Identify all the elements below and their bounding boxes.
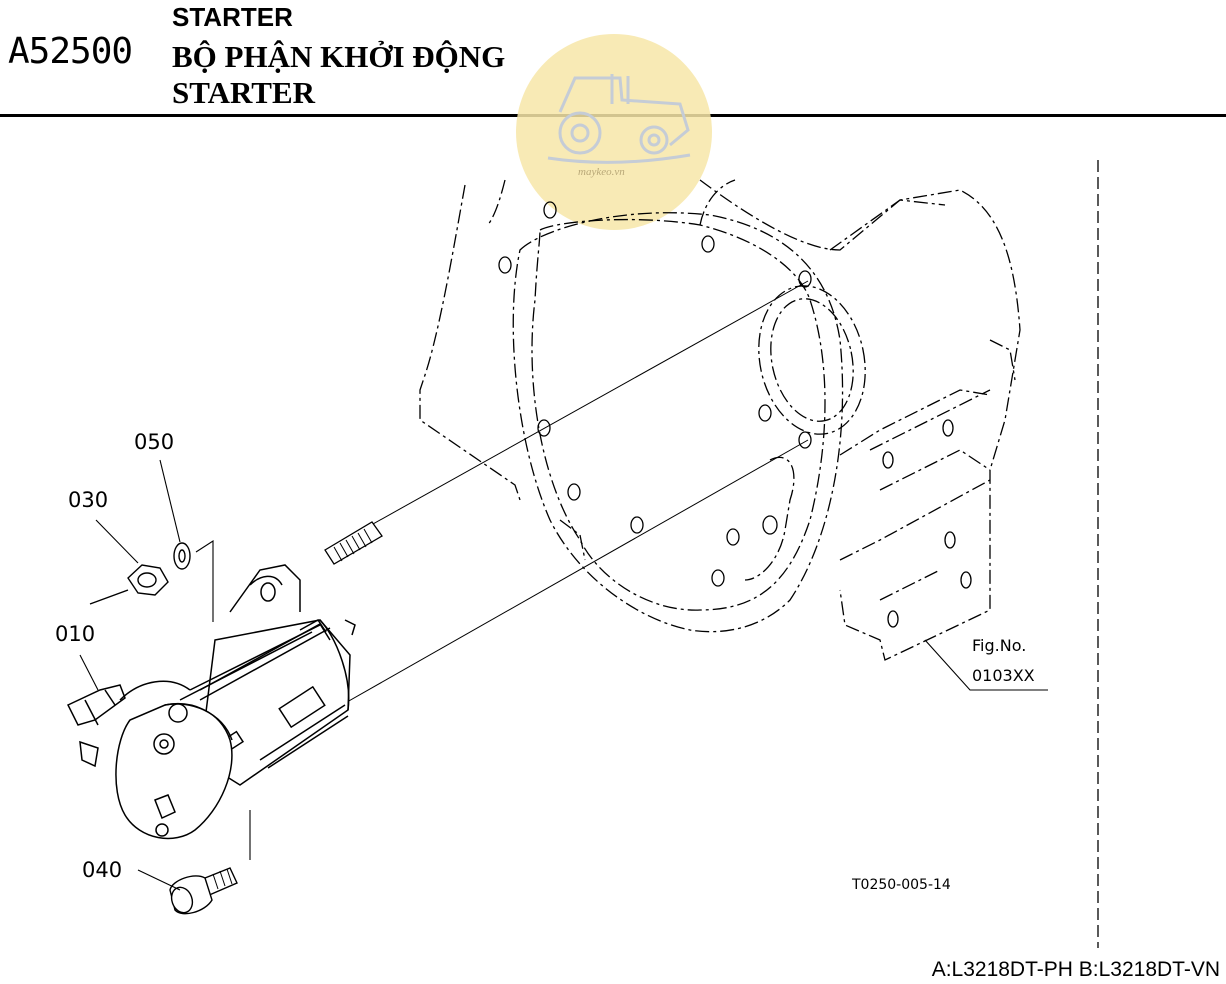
part-ref-040: 040 [82,858,123,882]
watermark-circle [516,34,712,230]
starter-motor [66,564,356,840]
assembly-guide-lines [329,280,809,707]
leader-bracket [195,539,214,622]
housing-bolt-holes [498,201,972,628]
stud-bolt [324,521,383,565]
drawing-number: T0250-005-14 [852,877,951,893]
tractor-icon [547,74,691,164]
part-ref-030: 030 [68,488,109,512]
title-vietnamese: BỘ PHẬN KHỞI ĐỘNG [172,39,506,74]
bolt-040 [169,867,238,915]
title-english: STARTER [172,2,293,32]
part-ref-050: 050 [134,430,175,454]
model-applicability: A:L3218DT-PH B:L3218DT-VN [931,958,1220,981]
flywheel-housing [419,179,1021,661]
fig-number: 0103XX [972,666,1035,685]
leader-lines [79,459,1048,891]
watermark-text: maykeo.vn [578,166,625,178]
fig-label: Fig.No. [972,636,1027,655]
part-ref-010: 010 [55,622,96,646]
nut-030 [89,564,169,605]
watermark-logo [516,34,712,230]
washer-050 [173,542,191,570]
title-english-secondary: STARTER [172,75,316,110]
section-code: A52500 [8,31,133,72]
